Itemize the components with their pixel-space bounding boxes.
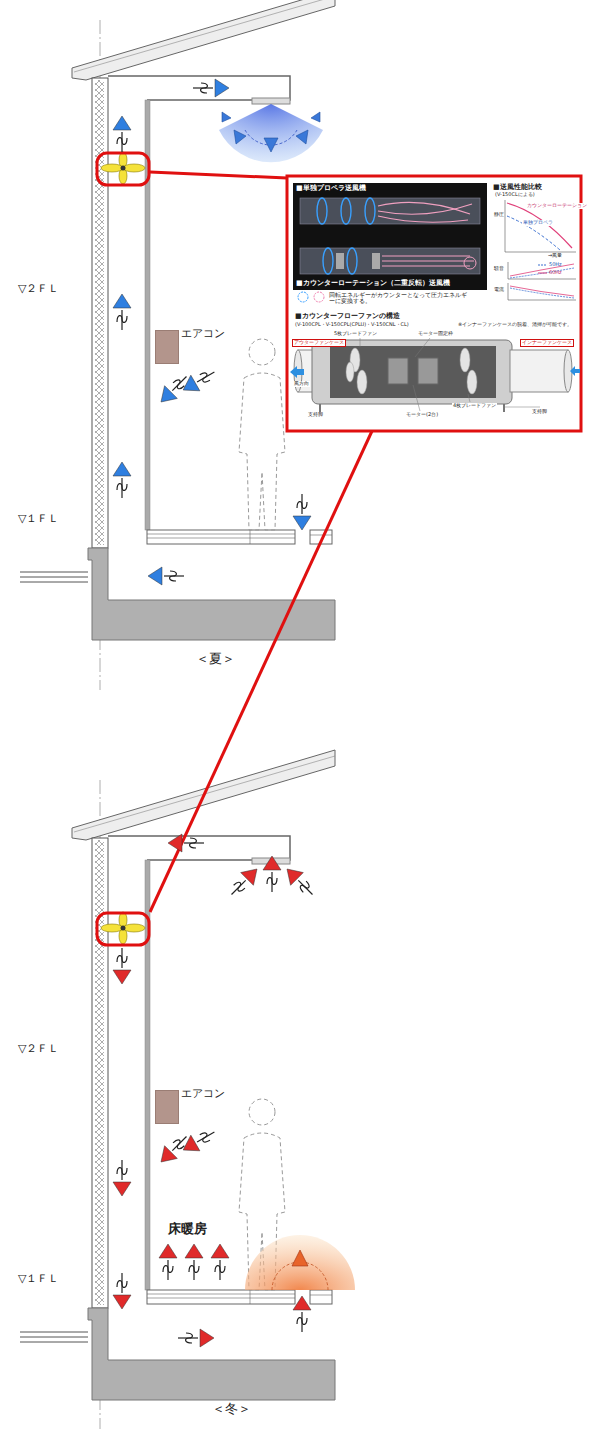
airflow-arrow (113, 948, 131, 984)
floor-level: ▽１ＦＬ (18, 1273, 59, 1286)
airflow-arrow (193, 79, 229, 97)
season-caption: ＜冬＞ (212, 1402, 251, 1417)
air-symbol-wave (299, 881, 311, 893)
airflow-arrow (168, 834, 204, 852)
air-symbol-wave (163, 1266, 173, 1273)
part-label: アウターファンケース (292, 339, 346, 347)
part-label: 支持脚 (532, 409, 547, 415)
arrow-head (200, 1329, 214, 1347)
arrow-head (113, 462, 131, 476)
node-text: ■カウンターローテーション（二重反転）送風機 (296, 279, 450, 287)
airflow-arrow (225, 863, 263, 901)
season-caption: ＜夏＞ (196, 652, 235, 667)
node-text: (V-150CLによる) (495, 192, 535, 198)
system-label: 床暖房 (168, 1222, 207, 1237)
air-symbol-stem (298, 880, 312, 894)
air-symbol-wave (233, 881, 245, 893)
arrow-head (113, 294, 131, 308)
air-symbol-wave (199, 371, 210, 383)
arrow-head (215, 79, 229, 97)
axis-label: 静圧 (494, 212, 504, 218)
air-symbol-wave (173, 378, 185, 390)
node-heading: エアコン (181, 328, 225, 341)
part-label: モーター固定枠 (418, 331, 453, 337)
arrow-head (113, 116, 131, 130)
curve-label: カウンターローテーション (526, 203, 588, 209)
airflow-arrow (263, 856, 281, 892)
arrow-head (293, 1296, 311, 1310)
part-label: モーター(2台) (406, 412, 438, 418)
arrow-head (148, 567, 162, 585)
airflow-arrow (159, 1244, 177, 1280)
part-label: 風方向 (293, 381, 310, 387)
arrow-head (185, 1244, 203, 1258)
air-symbol-wave (215, 1266, 225, 1273)
airflow-arrow (179, 364, 219, 398)
air-symbol-wave (267, 878, 277, 885)
arrow-head (113, 970, 131, 984)
part-label: 4枚ブレードファン (452, 403, 497, 409)
ac-unit (155, 330, 179, 364)
airflow-arrow (113, 1160, 131, 1196)
air-symbol-wave (117, 1168, 127, 1175)
floor-level: ▽１ＦＬ (18, 513, 59, 526)
arrow-head (159, 1244, 177, 1258)
airflow-arrow (179, 1124, 219, 1158)
arrow-head (168, 834, 182, 852)
axis-label: →風量 (548, 253, 562, 259)
air-symbol-wave (117, 956, 127, 963)
floor-level: ▽２ＦＬ (18, 283, 59, 296)
airflow-arrow (113, 294, 131, 330)
series-label: 50Hz (549, 262, 562, 268)
series-label: 60Hz (549, 270, 562, 276)
air-symbol-wave (117, 1281, 127, 1288)
axis-label: 電流 (494, 287, 504, 293)
airflow-arrow (185, 1244, 203, 1280)
air-symbol-wave (199, 1131, 210, 1143)
airflow-arrow (148, 567, 184, 585)
airflow-arrow (293, 494, 311, 530)
node-text: 回転エネルギーがカウンターとなって圧力エネルギーに変換する。 (329, 292, 469, 305)
axis-label: 騒音 (494, 266, 504, 272)
part-label: 5枚ブレードファン (334, 331, 377, 337)
arrow-head (113, 1295, 131, 1309)
airflow-arrow (293, 1296, 311, 1332)
air-symbol-wave (117, 484, 127, 491)
note: ※インナーファンケースの脱着、清掃が可能です。 (458, 322, 572, 328)
model-note: (V-100CPL・V-150CPL(CPLU)・V-150CNL・CL) (295, 322, 409, 328)
node-heading: ■単独プロペラ送風機 (296, 184, 366, 192)
part-label: 支持脚 (308, 412, 323, 418)
air-symbol-wave (189, 1266, 199, 1273)
airflow-arrow (178, 1329, 214, 1347)
airflow-arrow (113, 1273, 131, 1309)
ac-unit (155, 1090, 179, 1124)
air-symbol-wave (170, 571, 177, 581)
arrow-head (211, 1244, 229, 1258)
arrow-head (293, 516, 311, 530)
arrow-head (113, 1182, 131, 1196)
floor-level: ▽２ＦＬ (18, 1043, 59, 1056)
air-symbol-wave (117, 316, 127, 323)
air-symbol-wave (297, 502, 307, 509)
node-heading: ■カウンターフローファンの構造 (295, 312, 400, 320)
air-symbol-wave (297, 1318, 307, 1325)
arrow-head (179, 1135, 200, 1158)
airflow-arrow (211, 1244, 229, 1280)
node-heading: ■送風性能比較 (493, 183, 542, 191)
arrow-head (263, 856, 281, 870)
air-symbol-wave (190, 838, 197, 848)
airflow-arrow (281, 863, 319, 901)
airflow-arrow (113, 462, 131, 498)
curve-label: 単独プロペラ (522, 220, 554, 226)
arrow-head (179, 375, 200, 398)
air-symbol-wave (173, 1138, 185, 1150)
part-label: インナーファンケース (520, 339, 574, 347)
air-symbol-wave (186, 1333, 193, 1343)
node-heading: エアコン (181, 1088, 225, 1101)
airflow-arrow (113, 116, 131, 152)
air-symbol-stem (232, 880, 246, 894)
air-symbol-wave (201, 83, 208, 93)
air-symbol-wave (117, 138, 127, 145)
